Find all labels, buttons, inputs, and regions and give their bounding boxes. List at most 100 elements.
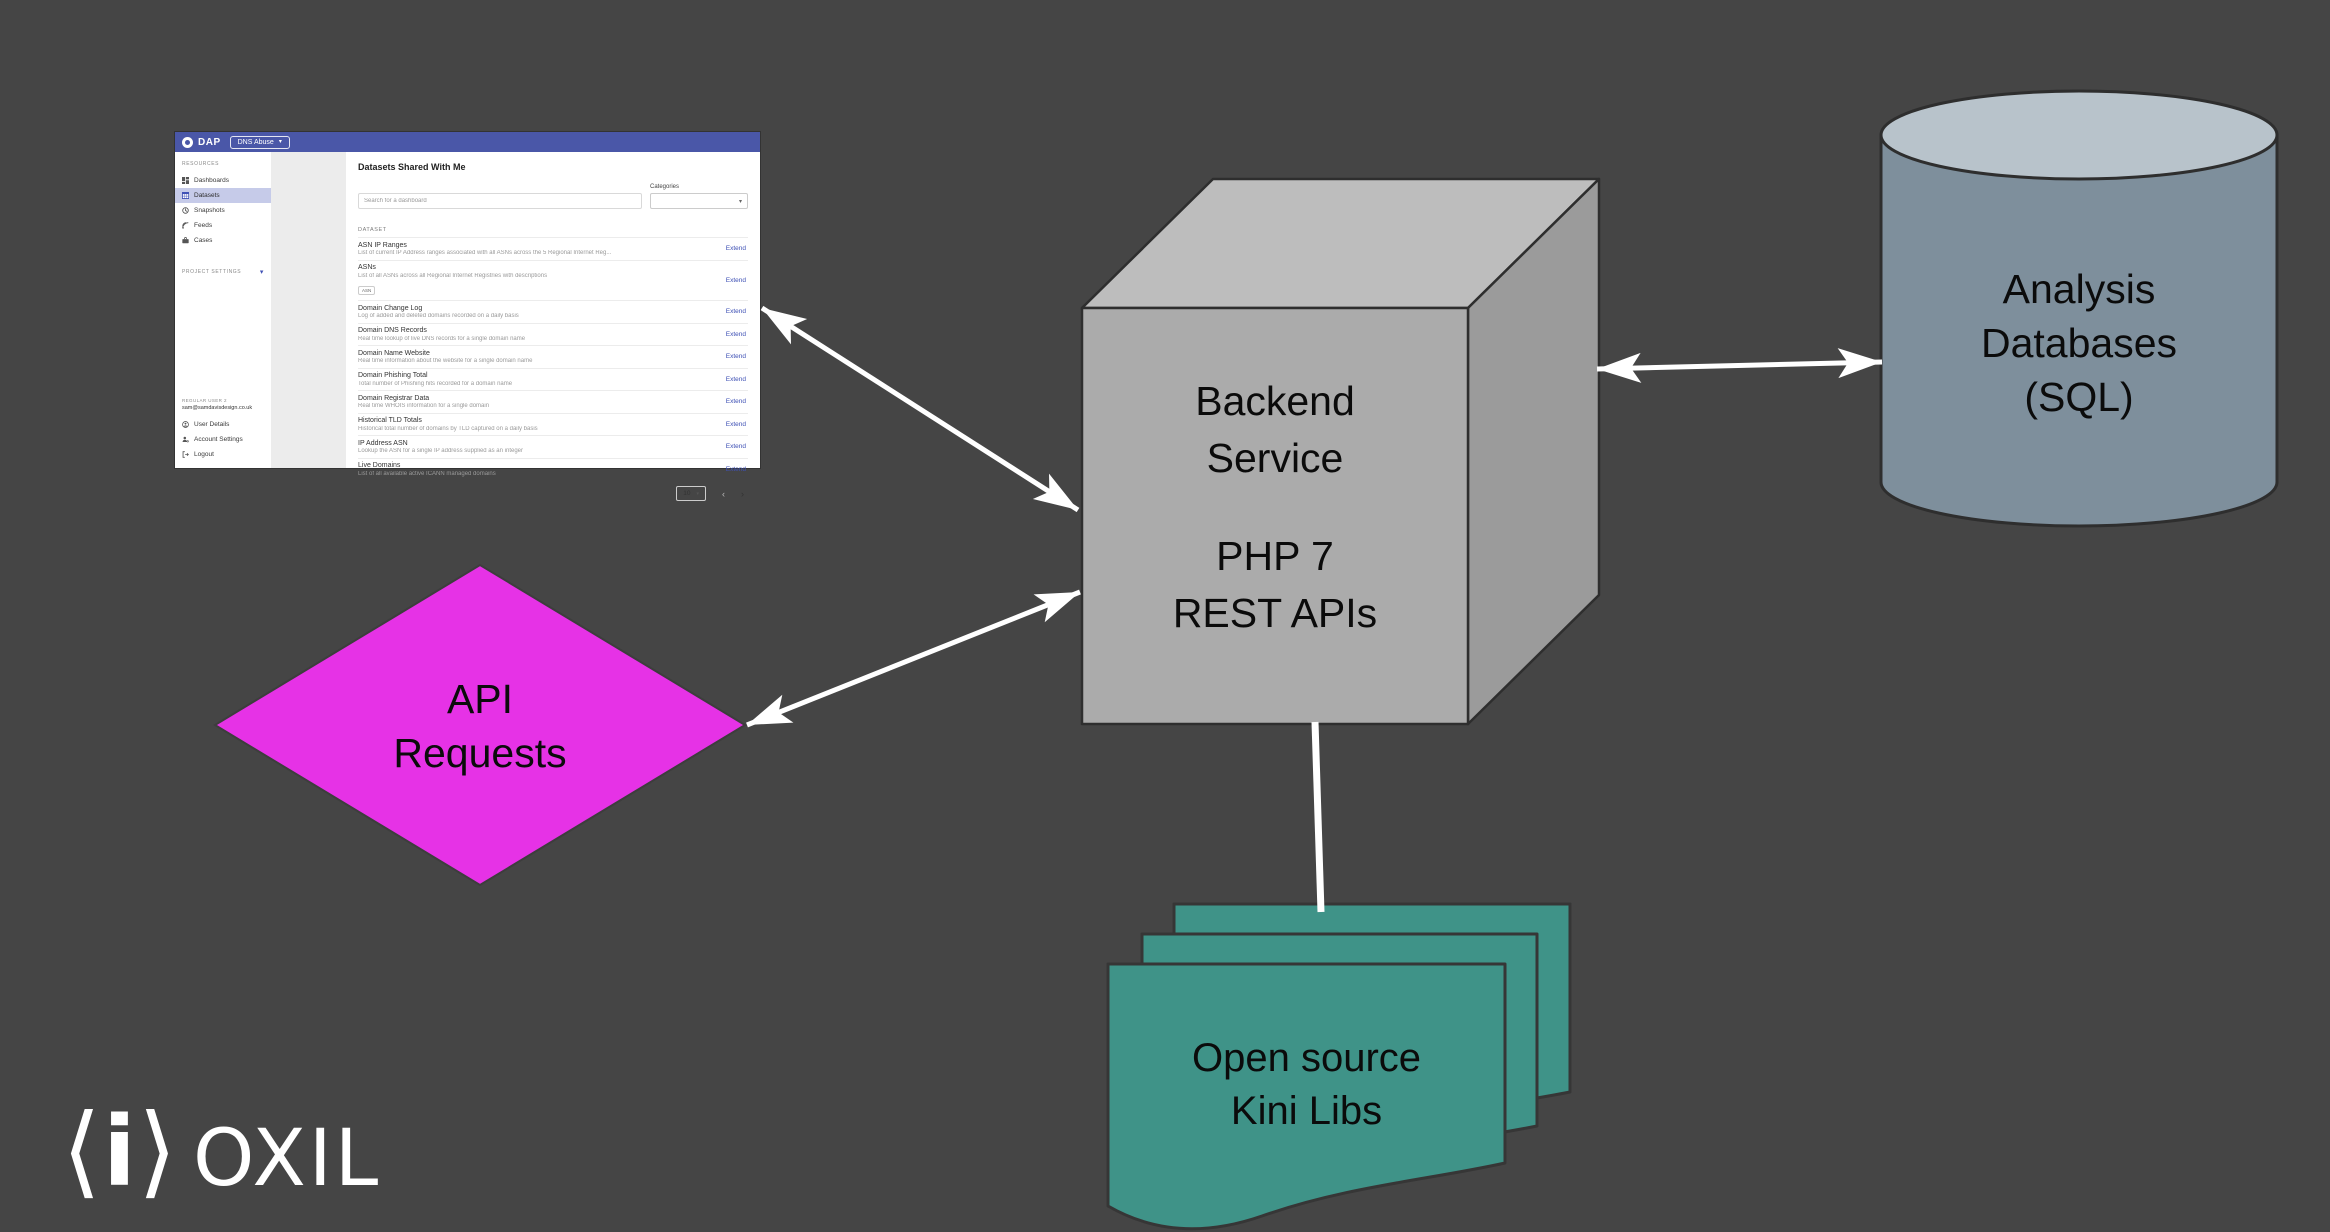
sidebar-item-datasets[interactable]: Datasets bbox=[175, 188, 271, 203]
app-brand: DAP bbox=[198, 136, 221, 148]
app-top-bar: DAP DNS Abuse ▾ bbox=[175, 132, 760, 152]
sidebar-item-user-details[interactable]: User Details bbox=[175, 417, 271, 432]
account-settings-icon bbox=[182, 436, 189, 443]
project-settings-label: PROJECT SETTINGS bbox=[182, 269, 242, 275]
dataset-row: IP Address ASN Lookup the ASN for a sing… bbox=[358, 435, 748, 458]
dataset-row: Domain Phishing Total Total number of Ph… bbox=[358, 367, 748, 391]
datasets-table-icon bbox=[182, 192, 189, 199]
dataset-row: ASN IP Ranges List of current IP Address… bbox=[358, 237, 748, 260]
dataset-row: Domain Name Website Real time informatio… bbox=[358, 345, 748, 368]
page-size-select[interactable]: 10 ▾ bbox=[676, 486, 706, 501]
user-icon bbox=[182, 421, 189, 428]
sidebar-user-section: REGULAR USER 2 sam@samdavisdesign.co.uk … bbox=[175, 398, 271, 468]
dataset-description: List of current IP Address ranges associ… bbox=[358, 250, 612, 256]
dataset-description: Real time WHOIS information for a single… bbox=[358, 403, 490, 409]
dataset-description: Historical total number of domains by TL… bbox=[358, 425, 538, 432]
previous-page-button[interactable]: ‹ bbox=[722, 488, 725, 499]
sidebar-item-label: Account Settings bbox=[194, 436, 243, 443]
api-diamond-shape bbox=[213, 563, 747, 887]
dataset-description: Real time information about the website … bbox=[358, 358, 533, 364]
dataset-tag: ASN bbox=[358, 285, 376, 295]
database-cylinder-shape bbox=[1879, 89, 2279, 528]
oxil-logo: ⟨ i ⟩ OXIL bbox=[62, 1096, 381, 1214]
extend-link[interactable]: Extend bbox=[725, 443, 746, 451]
dataset-name: Live Domains bbox=[358, 462, 401, 469]
chevron-down-icon: ▾ bbox=[259, 269, 264, 276]
logo-wordmark: OXIL bbox=[192, 1114, 382, 1204]
api-requests-label: API Requests bbox=[393, 676, 567, 776]
dataset-row: Historical TLD Totals Historical total n… bbox=[358, 412, 748, 436]
logo-letter-i: i bbox=[103, 1096, 136, 1208]
dataset-row: Domain Change Log Log of added and delet… bbox=[358, 300, 748, 323]
extend-link[interactable]: Extend bbox=[725, 420, 746, 428]
pagination: 10 ▾ ‹ › bbox=[358, 480, 748, 503]
sidebar-item-label: Logout bbox=[194, 451, 214, 458]
logo-angle-open: ⟨ bbox=[62, 1092, 102, 1209]
feeds-rss-icon bbox=[182, 222, 189, 229]
backend-service-label: Backend Service PHP 7 REST APIs bbox=[1172, 378, 1378, 636]
cases-icon bbox=[182, 237, 189, 244]
project-selector-label: DNS Abuse bbox=[237, 138, 274, 146]
dataset-name: Domain Name Website bbox=[358, 349, 430, 357]
sidebar-item-dashboards[interactable]: Dashboards bbox=[175, 173, 271, 188]
chevron-down-icon: ▾ bbox=[696, 490, 699, 497]
sidebar-item-label: Dashboards bbox=[194, 177, 230, 184]
dataset-name: Domain Change Log bbox=[358, 304, 423, 312]
sidebar-item-label: User Details bbox=[194, 421, 230, 428]
user-email: sam@samdavisdesign.co.uk bbox=[182, 405, 253, 411]
dataset-name: Historical TLD Totals bbox=[358, 417, 422, 424]
dataset-description: List of all available active ICANN manag… bbox=[358, 470, 496, 477]
app-main-area: Datasets Shared With Me Categories ▾ DAT… bbox=[271, 152, 760, 501]
chevron-down-icon: ▾ bbox=[278, 139, 282, 145]
sidebar-item-label: Snapshots bbox=[194, 207, 225, 214]
sidebar-item-label: Datasets bbox=[194, 192, 220, 199]
page-title: Datasets Shared With Me bbox=[358, 162, 466, 172]
project-selector[interactable]: DNS Abuse ▾ bbox=[229, 135, 290, 149]
sidebar-item-logout[interactable]: Logout bbox=[175, 447, 271, 462]
snapshots-history-icon bbox=[182, 207, 189, 214]
dataset-name: Domain Phishing Total bbox=[358, 372, 428, 379]
sidebar-item-feeds[interactable]: Feeds bbox=[175, 218, 271, 233]
dashboard-icon bbox=[182, 177, 189, 184]
dataset-description: Real time lookup of live DNS records for… bbox=[358, 335, 526, 342]
categories-label: Categories bbox=[650, 184, 680, 190]
user-role-label: REGULAR USER 2 bbox=[182, 398, 227, 403]
dataset-row: ASNs List of all ASNs across all Regiona… bbox=[358, 259, 748, 301]
next-page-button[interactable]: › bbox=[741, 488, 744, 499]
analysis-databases-label: Analysis Databases (SQL) bbox=[1980, 266, 2177, 420]
dataset-name: Domain DNS Records bbox=[358, 327, 427, 334]
datasets-panel: Datasets Shared With Me Categories ▾ DAT… bbox=[346, 152, 760, 501]
open-source-libs-label: Open source Kini Libs bbox=[1191, 1036, 1422, 1133]
dataset-description: Log of added and deleted domains recorde… bbox=[358, 313, 519, 319]
dataset-name: ASN IP Ranges bbox=[358, 241, 407, 249]
sidebar-item-snapshots[interactable]: Snapshots bbox=[175, 203, 271, 218]
connector-backend-libs bbox=[1311, 721, 1325, 913]
logo-angle-close: ⟩ bbox=[137, 1092, 177, 1209]
dataset-description: Total number of Phishing hits recorded f… bbox=[358, 380, 513, 387]
dataset-description: Lookup the ASN for a single IP address s… bbox=[358, 448, 523, 454]
dataset-name: Domain Registrar Data bbox=[358, 394, 430, 402]
extend-link[interactable]: Extend bbox=[725, 245, 746, 253]
arrow-backend-database bbox=[1596, 348, 1883, 383]
extend-link[interactable]: Extend bbox=[725, 308, 746, 316]
dataset-column-header: DATASET bbox=[358, 227, 387, 233]
dataset-description: List of all ASNs across all Regional Int… bbox=[358, 272, 548, 279]
search-input[interactable] bbox=[358, 193, 642, 209]
sidebar-item-label: Cases bbox=[194, 237, 213, 244]
sidebar-item-cases[interactable]: Cases bbox=[175, 233, 271, 248]
extend-link[interactable]: Extend bbox=[725, 465, 746, 473]
dataset-row: Live Domains List of all available activ… bbox=[358, 457, 748, 481]
extend-link[interactable]: Extend bbox=[725, 398, 746, 406]
extend-link[interactable]: Extend bbox=[725, 375, 746, 383]
categories-select[interactable]: ▾ bbox=[650, 193, 748, 209]
dap-app-screenshot: DAP DNS Abuse ▾ RESOURCES Dashboards bbox=[175, 132, 760, 501]
sidebar-item-account-settings[interactable]: Account Settings bbox=[175, 432, 271, 447]
extend-link[interactable]: Extend bbox=[725, 276, 746, 284]
backend-cube-shape bbox=[1080, 177, 1601, 726]
project-settings-toggle[interactable]: PROJECT SETTINGS ▾ bbox=[175, 268, 271, 276]
extend-link[interactable]: Extend bbox=[725, 330, 746, 338]
extend-link[interactable]: Extend bbox=[725, 353, 746, 361]
arrow-api-backend bbox=[746, 589, 1081, 728]
